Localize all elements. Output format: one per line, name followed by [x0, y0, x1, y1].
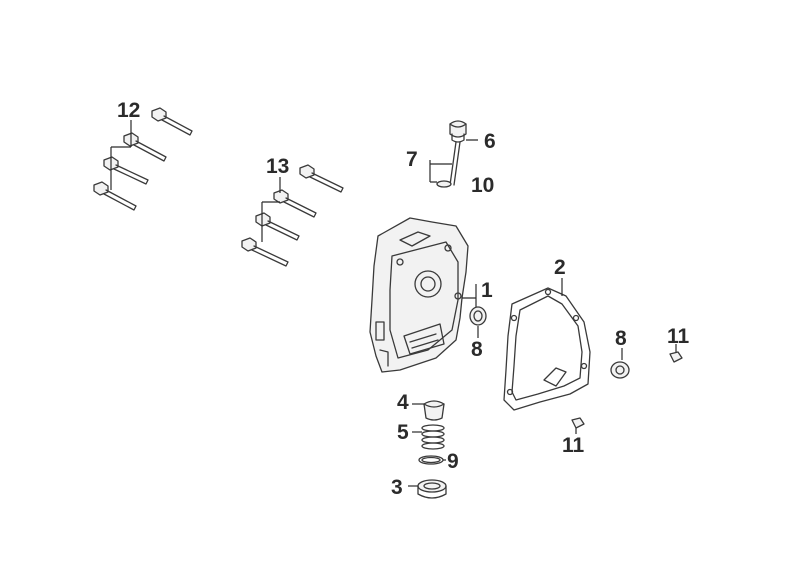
callout-label-1: 1 [481, 279, 493, 302]
strainer-spring [412, 424, 445, 450]
o-ring [418, 455, 446, 465]
bolt [93, 181, 137, 211]
strainer-cap [412, 400, 445, 421]
bolt [299, 164, 344, 193]
callout-label-7: 7 [406, 148, 418, 171]
callout-label-8b: 8 [615, 327, 627, 350]
callout-label-11a: 11 [667, 325, 690, 348]
oil-dipstick [429, 120, 478, 188]
callout-label-8a: 8 [471, 338, 483, 361]
drain-plug [408, 479, 447, 499]
callout-label-9: 9 [447, 450, 459, 473]
dowel-pin [669, 344, 683, 363]
callout-label-3: 3 [391, 476, 403, 499]
callout-label-12: 12 [117, 99, 140, 122]
crankcase-cover [369, 217, 477, 373]
bolt-group-13 [241, 164, 344, 267]
oil-seal [610, 348, 630, 379]
callout-label-6: 6 [484, 130, 496, 153]
oil-seal [469, 306, 487, 338]
bolt-group-12 [93, 107, 193, 211]
gasket [503, 278, 591, 411]
callout-label-13: 13 [266, 155, 289, 178]
bolt [255, 212, 300, 241]
bolt [151, 107, 193, 136]
bolt [241, 237, 289, 267]
callout-label-2: 2 [554, 256, 566, 279]
callout-label-5: 5 [397, 421, 409, 444]
callout-label-11b: 11 [562, 434, 585, 457]
bolt [273, 189, 317, 218]
callout-label-4: 4 [397, 391, 409, 414]
dowel-pin [571, 417, 585, 434]
callout-label-10: 10 [471, 174, 494, 197]
